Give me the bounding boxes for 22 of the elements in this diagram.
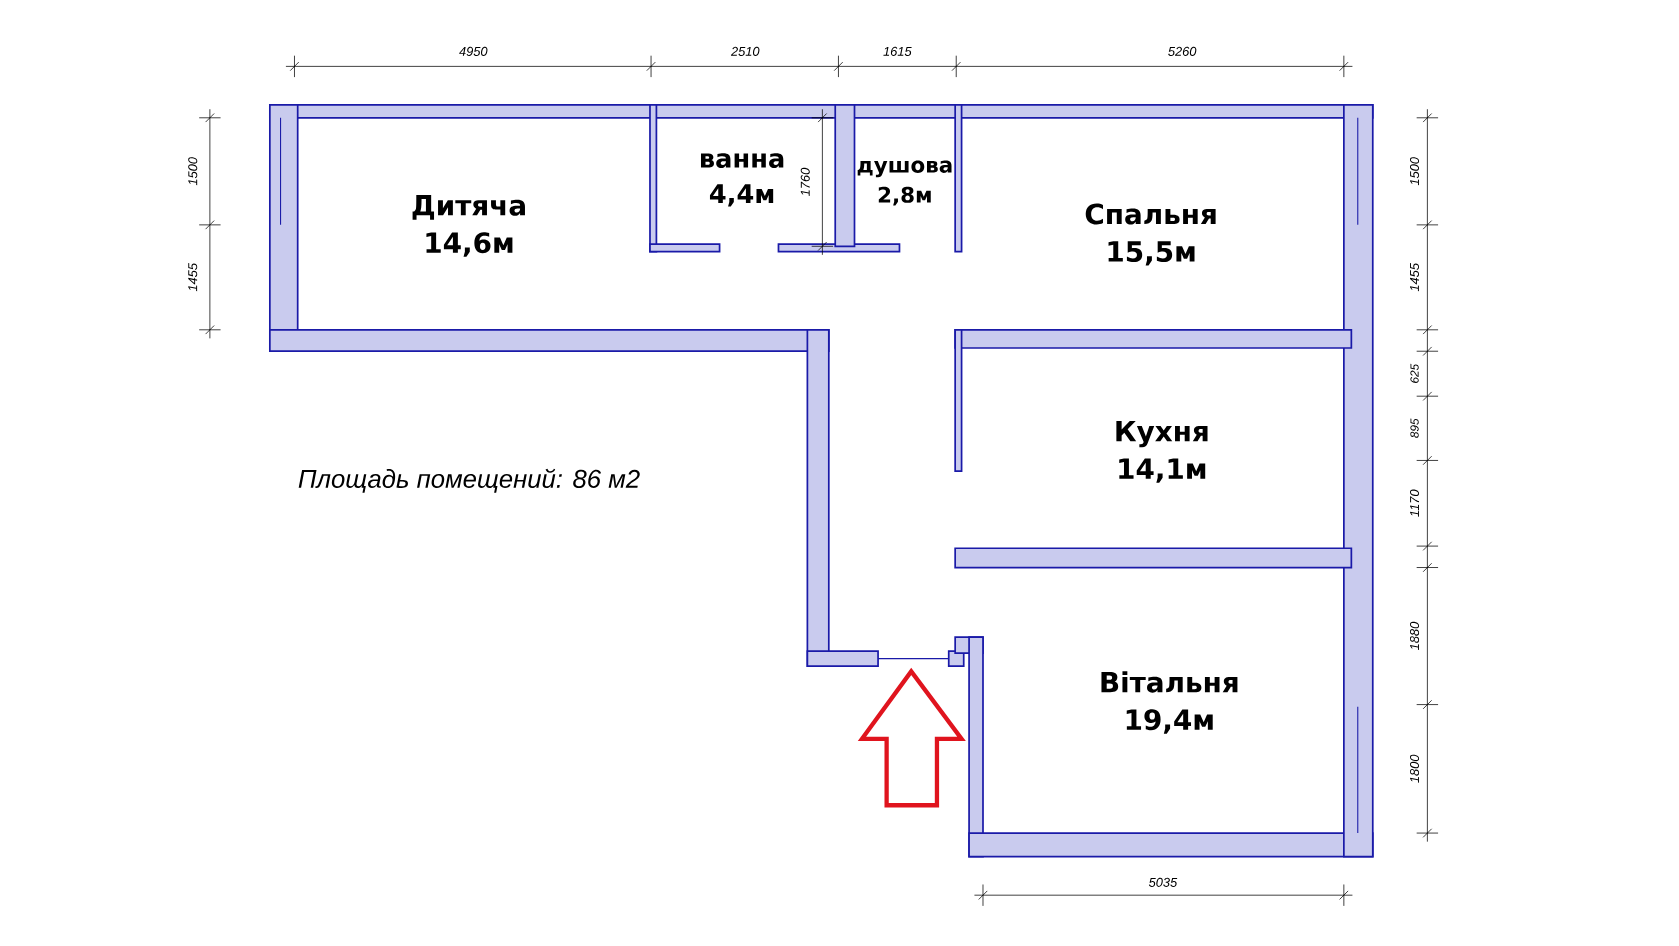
dimension-label: 1500 (187, 156, 199, 187)
dimension-label: 4950 (457, 46, 489, 58)
dimension-label: 1500 (1408, 156, 1421, 187)
dimension-label: 895 (1409, 417, 1420, 440)
dimension-label: 1800 (1408, 753, 1421, 785)
room-label: Спальня 15,5м (1085, 203, 1216, 266)
room-label: Дитяча 14,6м (412, 195, 525, 258)
dimension-label: 5260 (1166, 46, 1198, 58)
dimension-label: 1455 (1409, 262, 1421, 293)
room-label: Кухня 14,1м (1116, 421, 1208, 483)
dimension-label: 1880 (1408, 620, 1421, 652)
room-label: душова 2,8м (857, 160, 952, 206)
area-note: Площадь помещений: 86 м2 (296, 467, 642, 495)
dimension-label: 625 (1409, 363, 1420, 385)
room-label: Вітальня 19,4м (1101, 671, 1238, 734)
dimension-label: 1455 (187, 262, 199, 293)
dimension-label: 1760 (799, 166, 811, 198)
dimension-label: 2510 (729, 46, 761, 58)
dimension-label: 5035 (1147, 876, 1179, 889)
dimension-label: 1170 (1408, 488, 1421, 519)
dimension-label: 1615 (881, 46, 913, 58)
room-label: ванна 4,4м (701, 153, 784, 207)
